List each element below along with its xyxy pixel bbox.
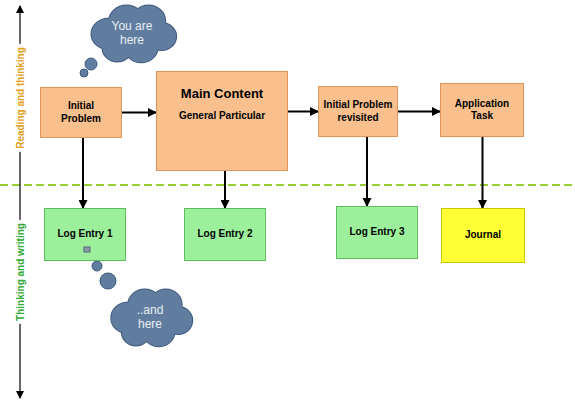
axis-label: Reading and thinking — [15, 44, 26, 152]
thought-bubble — [80, 69, 88, 77]
divider-line — [0, 184, 575, 186]
flow-arrow — [482, 137, 484, 208]
process-box: Main ContentGeneral Particular — [156, 71, 288, 171]
process-box: Initial Problem revisited — [318, 86, 398, 137]
axis-label: Thinking and writing — [15, 220, 26, 324]
journal-box: Journal — [441, 208, 525, 263]
box-text: Main Content — [181, 86, 263, 102]
cloud-text: You are here — [106, 19, 158, 48]
box-text: Journal — [465, 229, 501, 242]
box-text: General Particular — [179, 110, 265, 123]
flow-arrow — [122, 112, 156, 114]
thought-bubble — [92, 261, 102, 271]
flow-arrow — [224, 171, 226, 208]
box-text: Initial Problem — [53, 100, 109, 125]
flow-arrow — [398, 111, 440, 113]
thought-bubble — [85, 58, 97, 70]
box-text: Log Entry 3 — [349, 226, 404, 239]
box-text: Log Entry 1 — [57, 228, 112, 241]
thought-bubble — [100, 273, 116, 289]
box-text: Log Entry 2 — [197, 228, 252, 241]
thought-cloud: ..and here — [106, 286, 194, 348]
box-text: Initial Problem revisited — [321, 99, 395, 124]
process-box: Initial Problem — [40, 87, 122, 138]
log-box: Log Entry 2 — [184, 208, 266, 261]
log-box: Log Entry 1 — [44, 208, 126, 261]
cloud-text: ..and here — [130, 303, 170, 332]
flow-arrow — [82, 138, 84, 208]
log-box: Log Entry 3 — [336, 206, 418, 259]
box-text: Application Task — [451, 98, 513, 123]
flow-arrow — [288, 111, 318, 113]
thought-cloud: You are here — [86, 2, 178, 64]
thought-bubble — [84, 247, 90, 252]
process-box: Application Task — [440, 83, 524, 137]
flow-arrow — [366, 137, 368, 206]
